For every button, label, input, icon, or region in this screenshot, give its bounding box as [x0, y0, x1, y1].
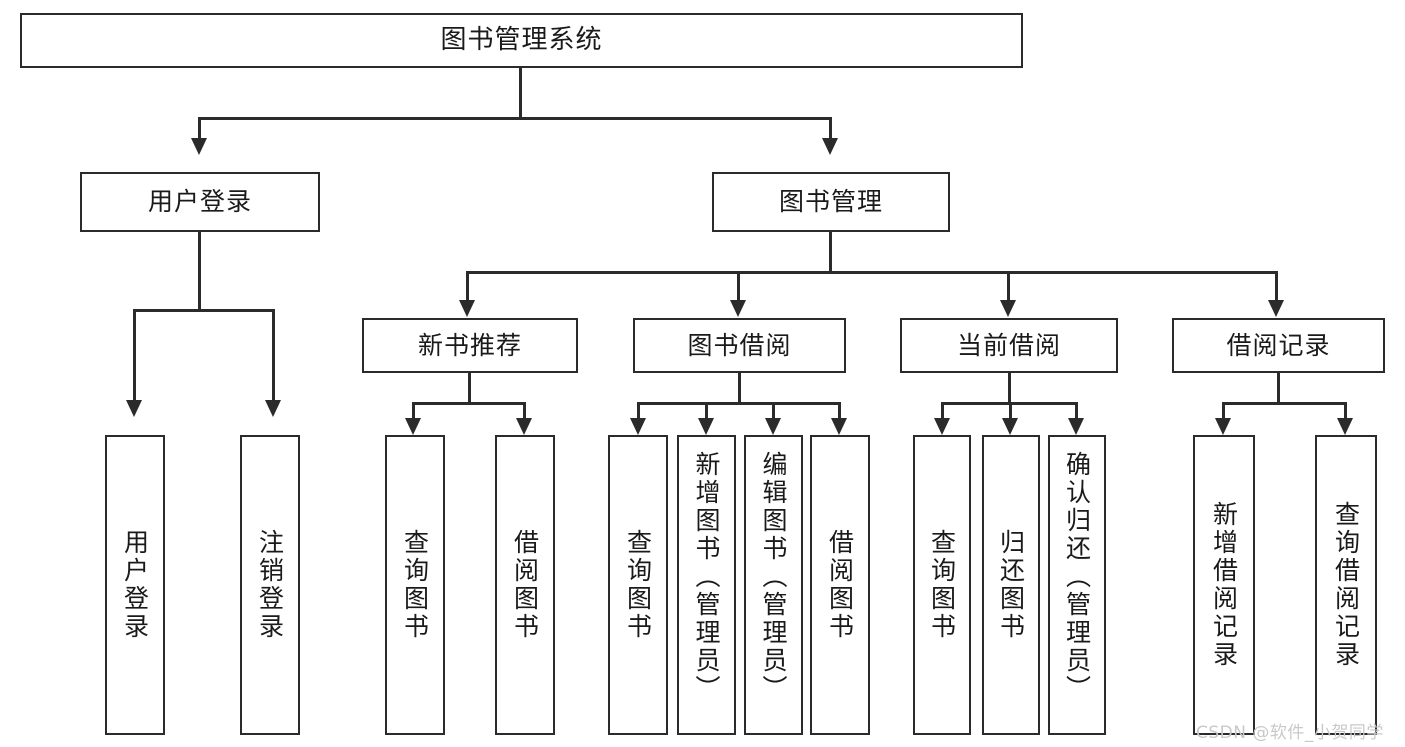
connector-level2-bus [198, 117, 832, 120]
leaf-query-book-recommend[interactable]: 查询图书 [385, 435, 445, 735]
node-label: 图书管理系统 [440, 25, 603, 56]
arrow-to-borrow-book-a [516, 418, 532, 435]
node-label: 注销登录 [255, 529, 285, 641]
connector-new-book-stem [468, 373, 471, 405]
connector-user-login-bus [133, 309, 275, 312]
node-user-login[interactable]: 用户登录 [80, 172, 320, 232]
node-label: 借阅记录 [1226, 330, 1331, 360]
connector-user-login-drop-0 [133, 309, 136, 401]
arrow-to-query-record [1337, 418, 1353, 435]
connector-root-stem [519, 68, 522, 119]
node-label: 确认归还（管理员） [1062, 451, 1092, 703]
connector-current-borrow-drop-2 [1075, 402, 1078, 419]
connector-book-borrow-bus [637, 402, 840, 405]
arrow-to-book-management [822, 138, 838, 155]
connector-borrow-records-bus [1222, 402, 1347, 405]
node-label: 图书借阅 [687, 330, 792, 360]
arrow-to-return-book [1002, 418, 1018, 435]
node-label: 查询图书 [400, 529, 430, 641]
node-label: 归还图书 [996, 529, 1026, 641]
connector-new-book-drop-1 [523, 402, 526, 419]
leaf-borrow-book[interactable]: 借阅图书 [810, 435, 870, 735]
node-borrow-records[interactable]: 借阅记录 [1172, 318, 1385, 373]
leaf-query-book-borrow[interactable]: 查询图书 [608, 435, 668, 735]
connector-level2-drop-0 [198, 117, 201, 139]
node-label: 用户登录 [120, 529, 150, 641]
connector-new-book-bus [412, 402, 526, 405]
leaf-confirm-return-admin[interactable]: 确认归还（管理员） [1048, 435, 1106, 735]
node-label: 新增借阅记录 [1209, 501, 1239, 669]
connector-book-borrow-stem [738, 373, 741, 405]
node-book-management[interactable]: 图书管理 [712, 172, 950, 232]
arrow-to-query-book-c [934, 418, 950, 435]
node-label: 图书管理 [778, 187, 883, 217]
node-current-borrow[interactable]: 当前借阅 [900, 318, 1118, 373]
arrow-to-add-record [1215, 418, 1231, 435]
node-label: 查询图书 [623, 529, 653, 641]
arrow-to-new-book-recommend [459, 300, 475, 317]
arrow-to-confirm-return [1068, 418, 1084, 435]
node-label: 当前借阅 [956, 330, 1061, 360]
arrow-to-query-book-a [405, 418, 421, 435]
arrow-to-logout-leaf [265, 400, 281, 417]
node-book-borrow[interactable]: 图书借阅 [633, 318, 846, 373]
leaf-return-book[interactable]: 归还图书 [982, 435, 1040, 735]
leaf-query-borrow-record[interactable]: 查询借阅记录 [1315, 435, 1377, 735]
leaf-query-book-current[interactable]: 查询图书 [913, 435, 971, 735]
watermark: CSDN @软件_小贺同学 [1196, 723, 1384, 743]
arrow-to-query-book-b [630, 418, 646, 435]
arrow-to-current-borrow [1000, 300, 1016, 317]
arrow-to-add-book [698, 418, 714, 435]
connector-borrow-records-drop-0 [1222, 402, 1225, 419]
node-label: 查询图书 [927, 529, 957, 641]
node-label: 编辑图书（管理员） [759, 451, 788, 703]
connector-user-login-stem [198, 232, 201, 312]
node-label: 新增图书（管理员） [692, 451, 721, 703]
connector-level3-drop-2 [1007, 271, 1010, 301]
connector-current-borrow-drop-0 [941, 402, 944, 419]
arrow-to-book-borrow [730, 300, 746, 317]
leaf-logout[interactable]: 注销登录 [240, 435, 300, 735]
connector-book-borrow-drop-2 [772, 402, 775, 419]
connector-user-login-drop-1 [272, 309, 275, 401]
connector-borrow-records-stem [1277, 373, 1280, 405]
connector-level3-drop-3 [1275, 271, 1278, 301]
node-label: 新书推荐 [417, 330, 522, 360]
leaf-add-borrow-record[interactable]: 新增借阅记录 [1193, 435, 1255, 735]
arrow-to-user-login-leaf [126, 400, 142, 417]
arrow-to-user-login [191, 138, 207, 155]
connector-level2-drop-1 [829, 117, 832, 139]
leaf-edit-book-admin[interactable]: 编辑图书（管理员） [744, 435, 803, 735]
node-label: 用户登录 [147, 187, 252, 217]
connector-new-book-drop-0 [412, 402, 415, 419]
connector-level3-drop-1 [737, 271, 740, 301]
node-label: 借阅图书 [825, 529, 855, 641]
connector-current-borrow-stem [1008, 373, 1011, 405]
arrow-to-borrow-records [1268, 300, 1284, 317]
leaf-add-book-admin[interactable]: 新增图书（管理员） [677, 435, 736, 735]
connector-book-borrow-drop-1 [705, 402, 708, 419]
node-label: 查询借阅记录 [1331, 501, 1361, 669]
connector-current-borrow-drop-1 [1009, 402, 1012, 419]
connector-book-borrow-drop-0 [637, 402, 640, 419]
connector-level3-drop-0 [466, 271, 469, 301]
connector-book-borrow-drop-3 [838, 402, 841, 419]
connector-borrow-records-drop-1 [1344, 402, 1347, 419]
connector-book-management-stem [829, 232, 832, 274]
leaf-user-login[interactable]: 用户登录 [105, 435, 165, 735]
arrow-to-edit-book [765, 418, 781, 435]
arrow-to-borrow-book-b [831, 418, 847, 435]
node-label: 借阅图书 [510, 529, 540, 641]
leaf-borrow-book-recommend[interactable]: 借阅图书 [495, 435, 555, 735]
connector-level3-bus [466, 271, 1278, 274]
node-new-book-recommend[interactable]: 新书推荐 [362, 318, 578, 373]
node-root-system[interactable]: 图书管理系统 [20, 13, 1023, 68]
